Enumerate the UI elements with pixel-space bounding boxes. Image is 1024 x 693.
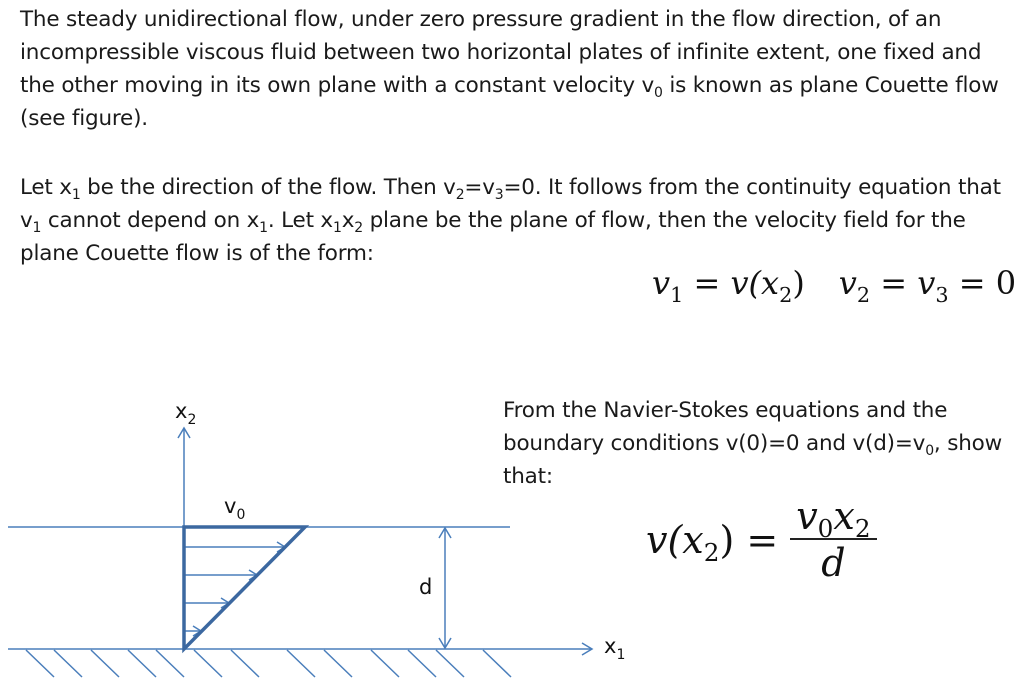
- text: =0. It follows from the continuity equat…: [20, 175, 1001, 233]
- math-op: =: [870, 264, 918, 302]
- math-const: 0: [995, 264, 1017, 302]
- fixed-wall-hatching: [25, 649, 512, 678]
- text: , show that:: [503, 431, 1002, 489]
- math-op: ): [792, 264, 805, 302]
- intro-text: The steady unidirectional flow, under ze…: [20, 7, 982, 98]
- velocity-vectors: [184, 541, 287, 637]
- math-sub: 3: [935, 283, 949, 307]
- gap-label: d: [419, 575, 433, 599]
- subscript: 1: [71, 187, 81, 203]
- math-sub: 1: [670, 283, 684, 307]
- fraction: v0x2 d: [790, 494, 877, 586]
- label-text: v: [224, 494, 237, 518]
- math-var: v: [838, 264, 857, 302]
- math-sub: 2: [856, 283, 871, 307]
- text: From the Navier-Stokes equations and the…: [503, 398, 948, 456]
- subscript: 0: [925, 443, 934, 459]
- subscript: 2: [354, 220, 363, 236]
- velocity-field-equation: v1 = v(x2)v2 = v3 = 0: [652, 264, 1017, 305]
- text: =v: [464, 175, 495, 200]
- x1-arrowhead-icon: [581, 642, 594, 656]
- text: cannot depend on x: [41, 208, 260, 233]
- math-var: v: [917, 264, 936, 302]
- math-op: =: [683, 264, 731, 302]
- velocity-label: v0: [224, 494, 245, 522]
- math-var: v: [652, 264, 671, 302]
- text: plane be the plane of flow, then the vel…: [20, 208, 966, 266]
- fraction-numerator: v0x2: [790, 494, 877, 543]
- x2-arrowhead-icon: [177, 426, 191, 439]
- dimension-arrow-up-icon: [438, 526, 452, 539]
- math-var: v: [796, 494, 818, 538]
- math-sub: 2: [703, 538, 720, 567]
- subscript: 1: [259, 220, 268, 236]
- subscript: 3: [494, 187, 504, 203]
- intro-paragraph: The steady unidirectional flow, under ze…: [20, 3, 1010, 135]
- math-var: (x: [748, 264, 780, 302]
- result-equation: v(x2) = v0x2 d: [646, 494, 877, 586]
- math-op: =: [734, 518, 779, 562]
- label-sub: 1: [616, 647, 626, 663]
- text: be the direction of the flow. Then v: [80, 175, 456, 200]
- label-text: x: [604, 634, 617, 658]
- velocity-profile-triangle: [182, 525, 310, 654]
- math-var: v: [730, 264, 749, 302]
- task-paragraph: From the Navier-Stokes equations and the…: [503, 394, 1013, 493]
- x1-axis-label: x1: [604, 634, 625, 662]
- text: . Let x: [267, 208, 333, 233]
- math-var: v(x: [646, 518, 704, 562]
- math-op: =: [948, 264, 996, 302]
- x2-axis-label: x2: [175, 399, 196, 427]
- math-sub: 2: [779, 283, 793, 307]
- math-var: x: [833, 494, 855, 538]
- fraction-denominator: d: [821, 541, 846, 585]
- text: Let x: [20, 175, 72, 200]
- math-sub: 2: [854, 514, 871, 543]
- subscript: 1: [332, 220, 342, 236]
- velocity-field-paragraph: Let x1 be the direction of the flow. The…: [20, 171, 1010, 270]
- text: x: [341, 208, 355, 233]
- subscript: 2: [455, 187, 465, 203]
- label-sub: 2: [187, 412, 197, 428]
- intro-text-end: is known as plane Couette flow (see figu…: [20, 73, 999, 131]
- label-text: x: [175, 399, 188, 423]
- subscript: 1: [32, 220, 42, 236]
- math-op: ): [719, 518, 735, 562]
- subscript: 0: [654, 85, 663, 101]
- label-sub: 0: [236, 507, 246, 523]
- dimension-arrow-down-icon: [438, 637, 452, 650]
- math-sub: 0: [817, 514, 834, 543]
